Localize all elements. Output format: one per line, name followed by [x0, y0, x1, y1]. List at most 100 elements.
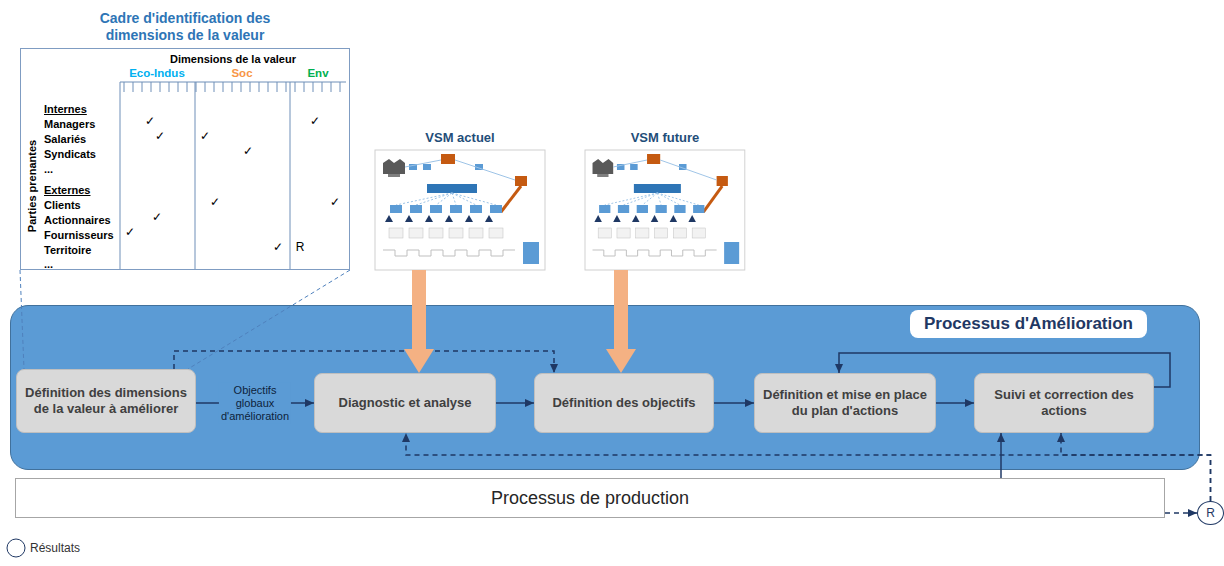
- check-mark: ✓: [155, 129, 165, 143]
- legend-circle: [7, 539, 25, 557]
- check-mark: ✓: [273, 240, 283, 254]
- table-tick: [205, 82, 206, 92]
- stakeholder-label: Actionnaires: [44, 214, 111, 226]
- flow-arrow: [1061, 433, 1211, 501]
- table-tick: [331, 82, 332, 92]
- table-tick: [160, 82, 161, 92]
- table-tick: [250, 82, 251, 92]
- check-mark: ✓: [330, 195, 340, 209]
- stakeholder-label: Territoire: [44, 244, 91, 256]
- vsm-future-picture: [585, 150, 745, 270]
- node-text: Processus de production: [491, 488, 689, 509]
- label-holder: Eco-Indus: [129, 63, 185, 81]
- node-content: Définition et mise en place du plan d'ac…: [755, 374, 935, 432]
- flow-arrow: [714, 402, 754, 404]
- label-holder: ✓: [145, 111, 155, 129]
- legend: Résultats: [6, 538, 80, 558]
- column-label: Eco-Indus: [129, 67, 185, 79]
- table-tick: [223, 82, 224, 92]
- vsm-image: VSM actuel: [375, 150, 545, 270]
- zoom-line: [20, 270, 24, 369]
- column-label: Env: [307, 67, 328, 79]
- node-heading: VSM future: [565, 130, 765, 145]
- group-label: Externes: [44, 184, 90, 196]
- check-mark: R: [296, 240, 305, 254]
- table-tick: [313, 82, 314, 92]
- label-holder: Managers: [44, 114, 95, 132]
- ellipsis: ...: [44, 258, 53, 270]
- node-heading: VSM actuel: [355, 130, 565, 145]
- flow-arrow: [839, 353, 1170, 387]
- check-mark: ✓: [310, 114, 320, 128]
- check-mark: ✓: [243, 144, 253, 158]
- table-tick: [277, 82, 278, 92]
- check-mark: ✓: [200, 129, 210, 143]
- stakeholder-label: Managers: [44, 118, 95, 130]
- stakeholder-label: Clients: [44, 199, 81, 211]
- check-mark: ✓: [125, 225, 135, 239]
- table-tick: [169, 82, 170, 92]
- zoom-line: [188, 270, 350, 369]
- value-table-grid: [120, 82, 346, 270]
- node-content: Définition des dimensions de la valeur à…: [17, 370, 195, 432]
- flow-arrow: [1000, 433, 1002, 478]
- node-text: Définition et mise en place du plan d'ac…: [763, 387, 927, 419]
- legend-item: Résultats: [6, 538, 80, 558]
- node-content: Suivi et correction des actions: [975, 374, 1153, 432]
- label-holder: ✓: [125, 222, 135, 240]
- label-holder: Salariés: [44, 129, 86, 147]
- stakeholder-label: Syndicats: [44, 148, 96, 160]
- table-tick: [151, 82, 152, 92]
- flow-arrow: [936, 402, 974, 404]
- edge-label-patch: Objectifs globaux d'amélioration: [219, 383, 291, 424]
- node-text: Diagnostic et analyse: [339, 395, 472, 411]
- check-mark: ✓: [210, 195, 220, 209]
- node-content: Processus de production: [16, 479, 1164, 517]
- label-holder: ...: [44, 159, 53, 177]
- check-mark: ✓: [145, 114, 155, 128]
- table-tick: [142, 82, 143, 92]
- label-holder: Syndicats: [44, 144, 96, 162]
- column-label: Soc: [231, 67, 252, 79]
- label-holder: ✓: [210, 192, 220, 210]
- process-box: Définition et mise en place du plan d'ac…: [754, 373, 936, 433]
- flow-arrow: [174, 351, 554, 373]
- production-box: Processus de production: [15, 478, 1165, 518]
- process-box: Définition des dimensions de la valeur à…: [16, 369, 196, 433]
- label-holder: Env: [307, 63, 328, 81]
- band-heading-tab: Processus d'Amélioration: [910, 310, 1147, 338]
- label-holder: R: [296, 237, 305, 255]
- check-mark: ✓: [152, 210, 162, 224]
- table-tick: [295, 82, 296, 92]
- label-holder: ✓: [330, 192, 340, 210]
- table-ticks: [124, 82, 340, 92]
- flow-arrow: [496, 402, 534, 404]
- node-text: Cadre d'identification des dimensions de…: [61, 10, 309, 44]
- legend-sample: [6, 538, 26, 558]
- label-holder: Actionnaires: [44, 210, 111, 228]
- vsm-image: VSM future: [585, 150, 745, 270]
- flow-arrow: [1165, 512, 1197, 514]
- table-header: Dimensions de la valeur: [170, 53, 296, 65]
- edge-label: Objectifs globaux d'amélioration: [221, 384, 289, 423]
- label-holder: Parties prenantes: [22, 140, 40, 232]
- label-holder: Soc: [231, 63, 252, 81]
- label-holder: Externes: [44, 180, 90, 198]
- label-holder: ✓: [152, 207, 162, 225]
- label-holder: ✓: [310, 111, 320, 129]
- legend-text: Résultats: [30, 541, 80, 555]
- vsm-current-picture: [375, 150, 545, 270]
- stakeholder-label: Salariés: [44, 133, 86, 145]
- node-text: VSM future: [565, 130, 765, 145]
- table-tick: [196, 82, 197, 92]
- label-holder: Territoire: [44, 240, 91, 258]
- table-tick: [340, 82, 341, 92]
- node-content: Définition des objectifs: [535, 374, 713, 432]
- label-holder: Internes: [44, 99, 87, 117]
- node-text: VSM actuel: [355, 130, 565, 145]
- node-text: Définition des dimensions de la valeur à…: [25, 385, 187, 417]
- table-tick: [304, 82, 305, 92]
- table-rule: [120, 82, 346, 83]
- input-arrow: [412, 270, 426, 353]
- node-text: Suivi et correction des actions: [983, 387, 1145, 419]
